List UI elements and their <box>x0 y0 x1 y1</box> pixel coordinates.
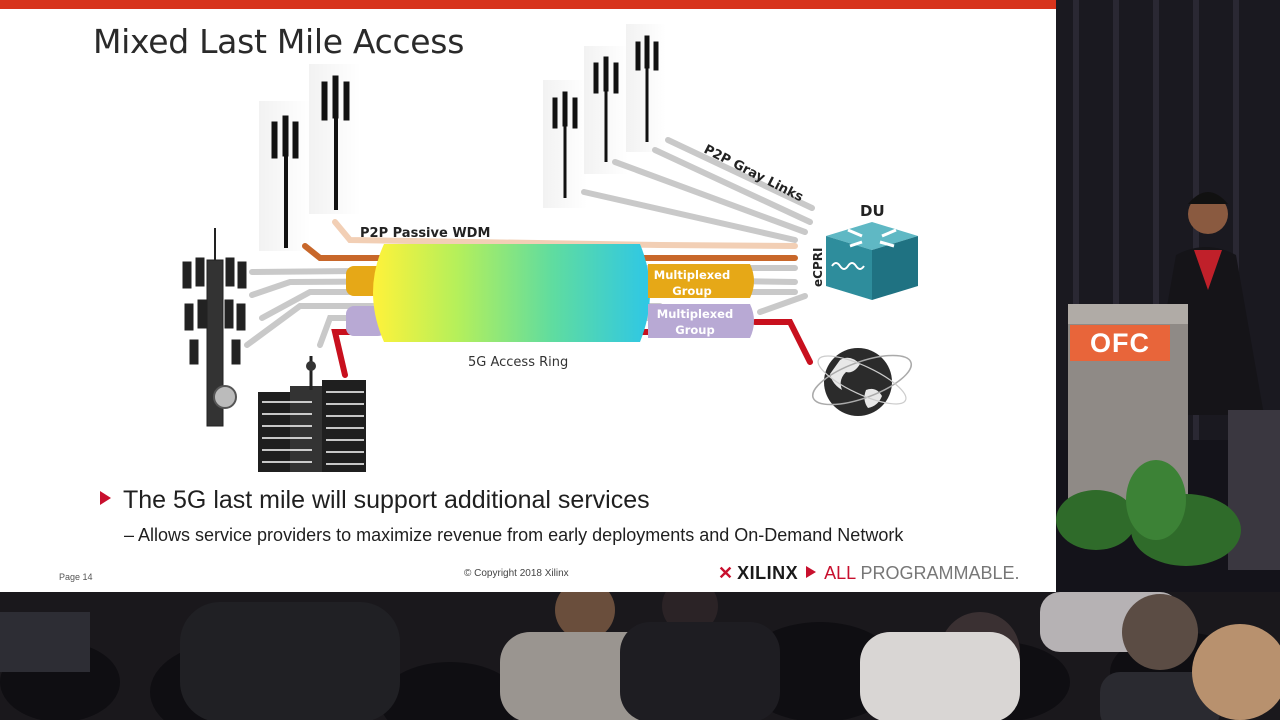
brand-name: XILINX <box>737 563 799 583</box>
brand-footer: ✕XILINX ALL PROGRAMMABLE. <box>718 563 1020 584</box>
bullet-arrow-icon <box>100 491 111 505</box>
cell-tower-icon <box>593 56 619 162</box>
stage-area: OFC <box>1056 0 1280 592</box>
slide-top-bar <box>0 0 1056 9</box>
main-bullet: The 5G last mile will support additional… <box>100 486 650 515</box>
copyright-text: © Copyright 2018 Xilinx <box>464 568 569 579</box>
cell-tower-icon <box>321 75 350 210</box>
brand-chevron-icon <box>806 566 817 578</box>
brand-programmable: PROGRAMMABLE. <box>860 563 1020 583</box>
cell-tower-icon <box>182 228 247 427</box>
main-bullet-text: The 5G last mile will support additional… <box>123 486 650 514</box>
sub-bullet-text: – Allows service providers to maximize r… <box>124 525 904 545</box>
label-multiplexed-group-1-line1: Multiplexed <box>654 268 730 282</box>
label-access-ring: 5G Access Ring <box>468 355 568 370</box>
globe-icon <box>811 348 913 416</box>
label-passive-wdm: P2P Passive WDM <box>360 226 490 241</box>
label-ecpri: eCPRI <box>811 248 825 287</box>
audience-heads <box>0 592 1280 720</box>
audience-area <box>0 592 1280 720</box>
cell-tower-icon <box>271 115 299 248</box>
presentation-slide: Mixed Last Mile Access <box>0 0 1056 592</box>
cell-tower-icon <box>552 91 578 198</box>
label-du: DU <box>860 202 885 220</box>
network-diagram: P2P Passive WDM P2P Gray Links DU eCPRI … <box>182 24 918 472</box>
page-number: Page 14 <box>59 572 93 582</box>
multiplexed-group-1 <box>648 264 754 298</box>
label-multiplexed-group-2-line1: Multiplexed <box>657 307 733 321</box>
multiplexed-group-2 <box>648 304 754 338</box>
building-windows <box>262 391 364 465</box>
audience-scene <box>0 592 1280 720</box>
access-ring <box>373 244 650 342</box>
router-icon <box>826 222 918 300</box>
xilinx-logo-icon: ✕ <box>718 563 734 583</box>
cell-tower-icon <box>635 35 659 142</box>
ofc-sign: OFC <box>1070 325 1170 361</box>
building-icon <box>258 356 366 472</box>
slide-title: Mixed Last Mile Access <box>93 22 465 61</box>
stage-scene <box>1056 0 1280 592</box>
label-multiplexed-group-2-line2: Group <box>675 323 714 337</box>
brand-all: ALL <box>824 563 856 583</box>
label-multiplexed-group-1-line2: Group <box>672 284 711 298</box>
